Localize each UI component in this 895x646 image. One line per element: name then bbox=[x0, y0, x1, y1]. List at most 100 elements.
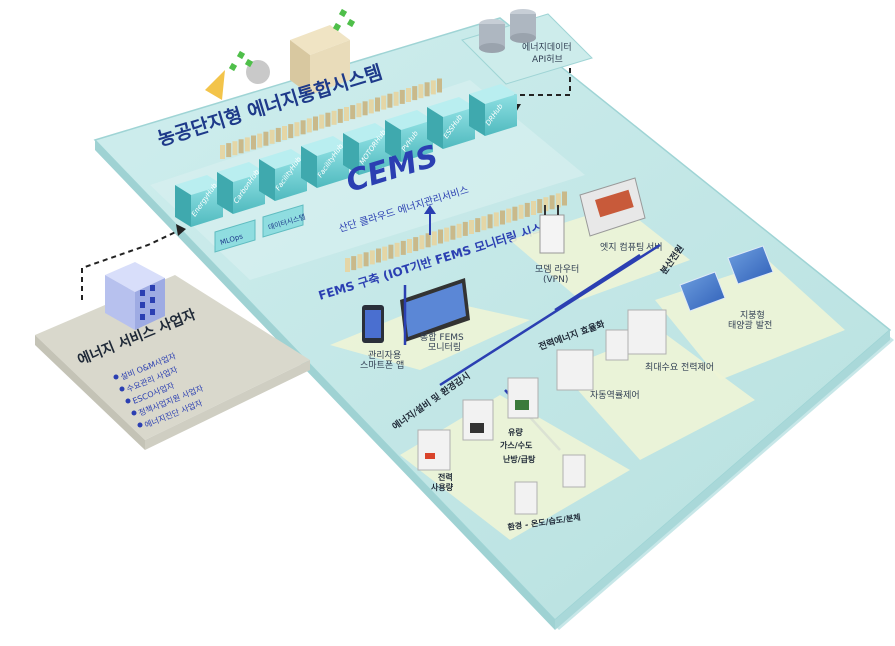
chip-segment bbox=[306, 118, 312, 133]
efficiency-item-1: 자동역률제어 bbox=[590, 390, 640, 401]
hub-module: DRHub bbox=[469, 84, 517, 136]
chip-segment bbox=[382, 246, 388, 261]
chip-segment bbox=[399, 89, 405, 104]
chip-segment bbox=[263, 131, 269, 146]
flow-label-1: 유량 bbox=[508, 427, 523, 437]
chip-segment bbox=[493, 212, 499, 227]
chip-segment bbox=[450, 225, 456, 240]
hub-module: EnergyHub bbox=[175, 175, 223, 227]
chip-segment bbox=[257, 133, 263, 148]
chip-segment bbox=[543, 197, 549, 212]
chip-segment bbox=[238, 139, 244, 154]
hub-module: CarbonHub bbox=[217, 162, 265, 214]
chip-segment bbox=[425, 233, 431, 248]
chip-segment bbox=[300, 120, 306, 135]
chip-segment bbox=[531, 201, 536, 215]
chip-segment bbox=[456, 223, 462, 238]
chip-segment bbox=[387, 93, 393, 108]
chip-segment bbox=[469, 220, 474, 234]
chip-segment bbox=[462, 221, 468, 236]
chip-segment bbox=[232, 141, 238, 156]
chip-segment bbox=[356, 103, 362, 118]
chip-segment bbox=[431, 231, 437, 246]
chip-segment bbox=[487, 214, 493, 229]
chip-segment bbox=[555, 193, 561, 208]
small-module: 데이터시스템 bbox=[262, 204, 307, 238]
chip-segment bbox=[393, 91, 399, 106]
app-label-1: 관리자용 bbox=[368, 350, 401, 361]
data-hub-label-2: API허브 bbox=[532, 54, 563, 65]
bullet-icon bbox=[113, 374, 119, 380]
chip-segment bbox=[506, 208, 512, 223]
hub-module: FacilityHub bbox=[301, 136, 349, 188]
chip-segment bbox=[394, 242, 400, 257]
chip-segment bbox=[512, 206, 518, 221]
chip-segment bbox=[518, 204, 524, 219]
bullet-icon bbox=[137, 422, 143, 428]
chip-segment bbox=[406, 88, 411, 102]
chip-segment bbox=[500, 210, 505, 225]
chip-segment bbox=[251, 135, 256, 150]
chip-segment bbox=[357, 254, 363, 269]
chip-segment bbox=[562, 191, 567, 206]
chip-segment bbox=[325, 112, 331, 127]
flow-label-2: 가스/수도 bbox=[500, 440, 533, 450]
heating-label: 난방/급탕 bbox=[503, 454, 536, 464]
chip-segment bbox=[220, 145, 225, 159]
network-zone: 모뎀 라우터 (VPN) 엣지 컴퓨팅 서버 bbox=[510, 177, 690, 300]
data-hub-panel: 에너지데이터 API허브 bbox=[461, 9, 593, 85]
chip-segment bbox=[288, 124, 294, 139]
arrow-icon bbox=[176, 224, 186, 236]
chip-segment bbox=[363, 252, 369, 267]
chip-segment bbox=[388, 244, 394, 259]
chip-segment bbox=[337, 108, 343, 123]
bullet-icon bbox=[125, 398, 131, 404]
chip-segment bbox=[537, 199, 543, 214]
chip-segment bbox=[549, 195, 555, 210]
chip-segment bbox=[437, 78, 442, 93]
chip-segment bbox=[351, 256, 357, 271]
solar-label-2: 태양광 발전 bbox=[728, 319, 772, 331]
chip-segment bbox=[313, 116, 318, 131]
chip-segment bbox=[430, 80, 436, 95]
provider-connector bbox=[81, 229, 181, 300]
chip-segment bbox=[368, 99, 374, 114]
monitor-label-1: 통합 FEMS bbox=[420, 332, 464, 343]
chip-segment bbox=[282, 126, 287, 140]
solar-label-1: 지붕형 bbox=[740, 310, 765, 321]
chip-segment bbox=[419, 235, 425, 250]
hub-module: PVHub bbox=[385, 110, 433, 162]
chip-segment bbox=[369, 250, 375, 265]
provider-panel: 에너지 서비스 사업자 bbox=[35, 262, 310, 450]
power-label-2: 사용량 bbox=[431, 482, 454, 492]
chip-segment bbox=[481, 216, 487, 231]
chip-segment bbox=[524, 202, 530, 217]
chip-segment bbox=[331, 110, 337, 125]
chip-segment bbox=[319, 114, 325, 129]
chip-segment bbox=[362, 101, 368, 116]
chip-segment bbox=[350, 105, 356, 120]
chip-segment bbox=[438, 229, 443, 244]
chip-segment bbox=[475, 218, 481, 233]
chip-segment bbox=[418, 84, 424, 99]
chip-row-fems bbox=[345, 191, 567, 272]
hub-module: FacilityHub bbox=[259, 149, 307, 201]
power-label-1: 전력 bbox=[438, 472, 453, 482]
chip-segment bbox=[344, 107, 349, 121]
chip-segment bbox=[375, 97, 380, 112]
hub-module: MOTORHub bbox=[343, 123, 391, 175]
chip-segment bbox=[381, 95, 387, 110]
chip-segment bbox=[294, 122, 300, 137]
chip-segment bbox=[345, 258, 350, 272]
fems-zone: 관리자용 스마트폰 앱 통합 FEMS 모니터링 bbox=[330, 278, 530, 371]
hub-module: ESSHub bbox=[427, 97, 475, 149]
edge-server-label-1: 엣지 컴퓨팅 bbox=[600, 241, 644, 253]
chip-row-top bbox=[220, 78, 442, 159]
factory-icon bbox=[205, 8, 356, 100]
chip-segment bbox=[244, 137, 250, 152]
bullet-icon bbox=[119, 386, 125, 392]
bullet-icon bbox=[131, 410, 137, 416]
chip-segment bbox=[444, 227, 450, 242]
efficiency-item-2: 최대수요 전력제어 bbox=[645, 361, 714, 373]
